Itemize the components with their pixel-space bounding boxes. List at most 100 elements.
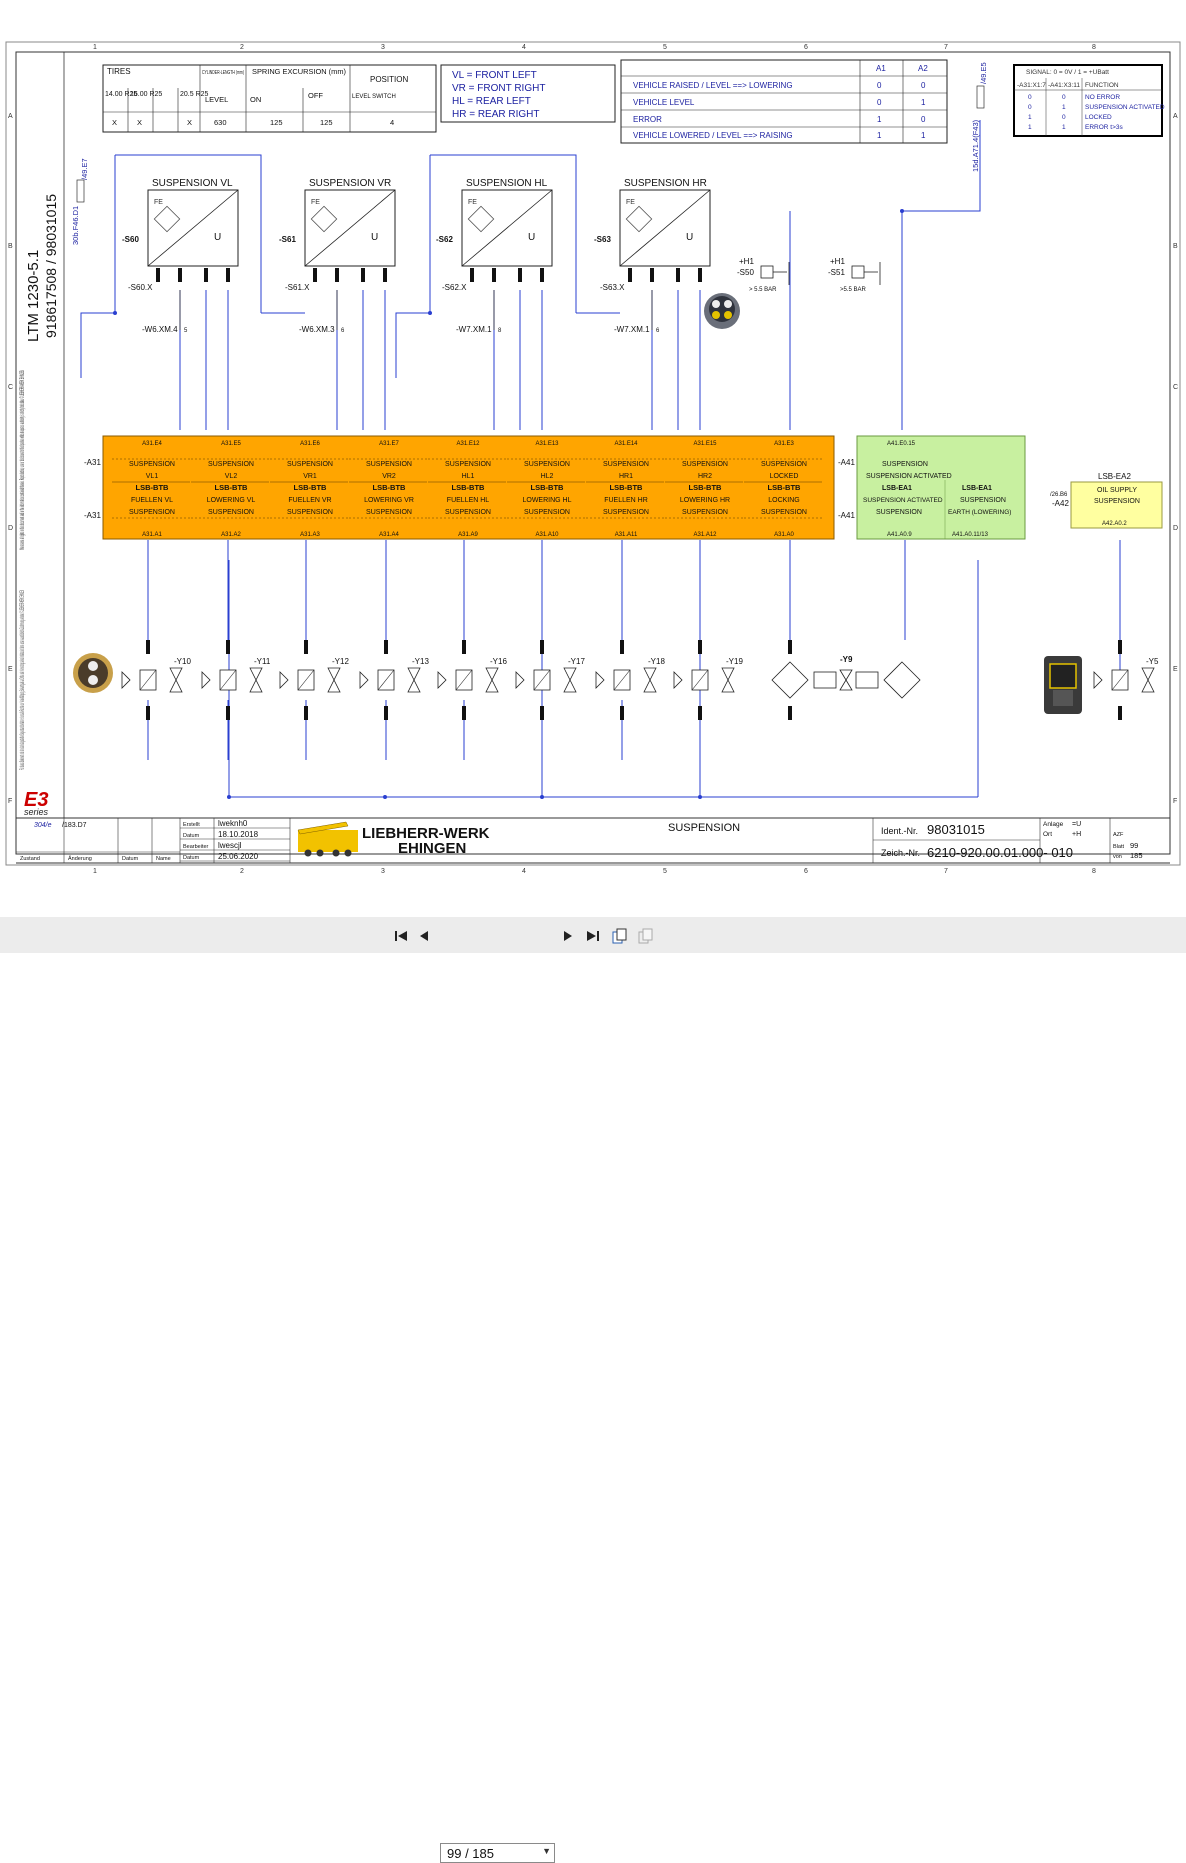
valve-pin <box>462 706 466 720</box>
signal-row-a1: 0 <box>877 81 882 90</box>
diode-icon <box>515 671 525 689</box>
last-page-button[interactable] <box>584 926 602 946</box>
valve-icon <box>1141 667 1155 693</box>
ort-label: Ort <box>1043 831 1052 838</box>
next-page-button[interactable] <box>560 926 576 946</box>
a41-func2: EARTH (LOWERING) <box>948 509 1011 516</box>
title-row-value: lweknh0 <box>218 819 248 828</box>
a31-bottom-label: A31.A1 <box>142 532 162 538</box>
wiring <box>80 120 1121 799</box>
sensor-pin <box>204 268 208 282</box>
legend-vr: VR = FRONT RIGHT <box>452 83 545 94</box>
row-letter: D <box>1173 525 1178 532</box>
valve-pin <box>226 640 230 654</box>
valve-pin <box>1118 706 1122 720</box>
copy-icon <box>612 928 627 944</box>
valve-pin <box>540 640 544 654</box>
valve-pin <box>698 706 702 720</box>
company-line1: LIEBHERR-WERK <box>362 825 490 842</box>
a31-name: LOCKED <box>770 473 799 480</box>
signal-table: A1 A2 VEHICLE RAISED / LEVEL ==> LOWERIN… <box>620 59 948 144</box>
valve-icon <box>485 667 499 693</box>
a31-func2: SUSPENSION <box>603 509 649 516</box>
tires-table: TIRES 14.00 R25 16.00 R25 20.5 R25 X X X… <box>102 64 437 133</box>
a41-desc1: SUSPENSION ACTIVATED <box>863 497 943 504</box>
tires-title: TIRES <box>107 67 131 76</box>
crane-logo-icon <box>297 821 358 857</box>
valve-pin <box>304 706 308 720</box>
blatt-value: 99 <box>1130 841 1138 850</box>
sensor-pin <box>492 268 496 282</box>
a31-bottom-label: A31.A9 <box>458 532 478 538</box>
solenoid-valve: -Y5 <box>1093 640 1159 720</box>
valve-pin <box>698 640 702 654</box>
a31-desc: LOWERING VR <box>364 497 414 504</box>
a31-func: SUSPENSION <box>603 461 649 468</box>
solenoid-valve: -Y19 <box>673 640 743 720</box>
solenoid-valve: -Y16 <box>437 640 507 720</box>
title-row-label: Erstellt <box>183 822 200 828</box>
sensor-u: U <box>371 232 378 243</box>
page-ref: /183.D7 <box>62 822 87 829</box>
wire-junction <box>113 311 117 315</box>
ident-label: Ident.-Nr. <box>881 826 918 836</box>
copyright-en: We reserve all rights in this document a… <box>19 370 26 550</box>
a31-top-label: A31.E5 <box>221 441 241 447</box>
column-number: 2 <box>240 868 244 875</box>
a31-name: HR1 <box>619 473 633 480</box>
a42-ref: /26.B6 <box>1050 492 1068 498</box>
anlage-value: =U <box>1072 821 1081 828</box>
left-vertical-ref: 30b.F46.D1 <box>71 206 80 245</box>
position-header: POSITION <box>370 75 408 84</box>
a31-name: VR1 <box>303 473 317 480</box>
a31-type: LSB-BTB <box>452 483 485 492</box>
row-letter: C <box>1173 384 1178 391</box>
a31-name: VL2 <box>225 473 238 480</box>
sensor-xm-pin: 8 <box>498 328 502 334</box>
sensor-pin <box>518 268 522 282</box>
a31-bottom-label: A31.A0 <box>774 532 794 538</box>
pressure-icon <box>760 265 774 279</box>
first-page-button[interactable] <box>392 926 410 946</box>
fn-row-a41: 1 <box>1062 104 1066 111</box>
prev-page-button[interactable] <box>416 926 432 946</box>
pressure-switch: -S51+H1>5.5 BAR <box>828 257 881 293</box>
von-label: von <box>1113 854 1122 860</box>
valve-pin <box>304 640 308 654</box>
a31-type: LSB-BTB <box>531 483 564 492</box>
column-number: 3 <box>381 44 385 51</box>
sensor-xm-pin: 6 <box>656 328 660 334</box>
valve-tag: -Y10 <box>174 657 191 666</box>
signal-row-a1: 1 <box>877 115 882 124</box>
column-number: 5 <box>663 868 667 875</box>
cylinder-header: CYLINDER-LENGTH (mm) <box>202 70 244 76</box>
valve-icon <box>327 667 341 693</box>
solenoid-valve: -Y12 <box>279 640 349 720</box>
a31-type: LSB-BTB <box>768 483 801 492</box>
a31-tag-top: -A31 <box>84 458 101 467</box>
fn-col-1: -A31:X1:7 <box>1017 82 1046 89</box>
right-page-ref: /49.E5 <box>979 62 988 84</box>
solenoid-valve: -Y13 <box>359 640 429 720</box>
fit-page-button[interactable] <box>636 926 656 946</box>
a31-func2: SUSPENSION <box>208 509 254 516</box>
a31-top-label: A31.E13 <box>535 441 559 447</box>
a41-line2: SUSPENSION ACTIVATED <box>866 473 952 480</box>
valve-tag: -Y18 <box>648 657 665 666</box>
signal-row-label: VEHICLE RAISED / LEVEL ==> LOWERING <box>633 81 793 90</box>
valve-plug-icon <box>1044 656 1082 714</box>
page-number-select[interactable]: 99 / 185 ▼ <box>440 1843 555 1863</box>
a41-tag-bottom: -A41 <box>838 511 855 520</box>
sensor-pin <box>676 268 680 282</box>
valve-pin <box>788 706 792 720</box>
valve-tag: -Y13 <box>412 657 429 666</box>
column-number: 7 <box>944 44 948 51</box>
copy-page-button[interactable] <box>610 926 630 946</box>
column-number: 3 <box>381 868 385 875</box>
sensor-plug: -S62.X <box>442 283 467 292</box>
a31-func: SUSPENSION <box>445 461 491 468</box>
signal-row-a1: 0 <box>877 98 882 107</box>
